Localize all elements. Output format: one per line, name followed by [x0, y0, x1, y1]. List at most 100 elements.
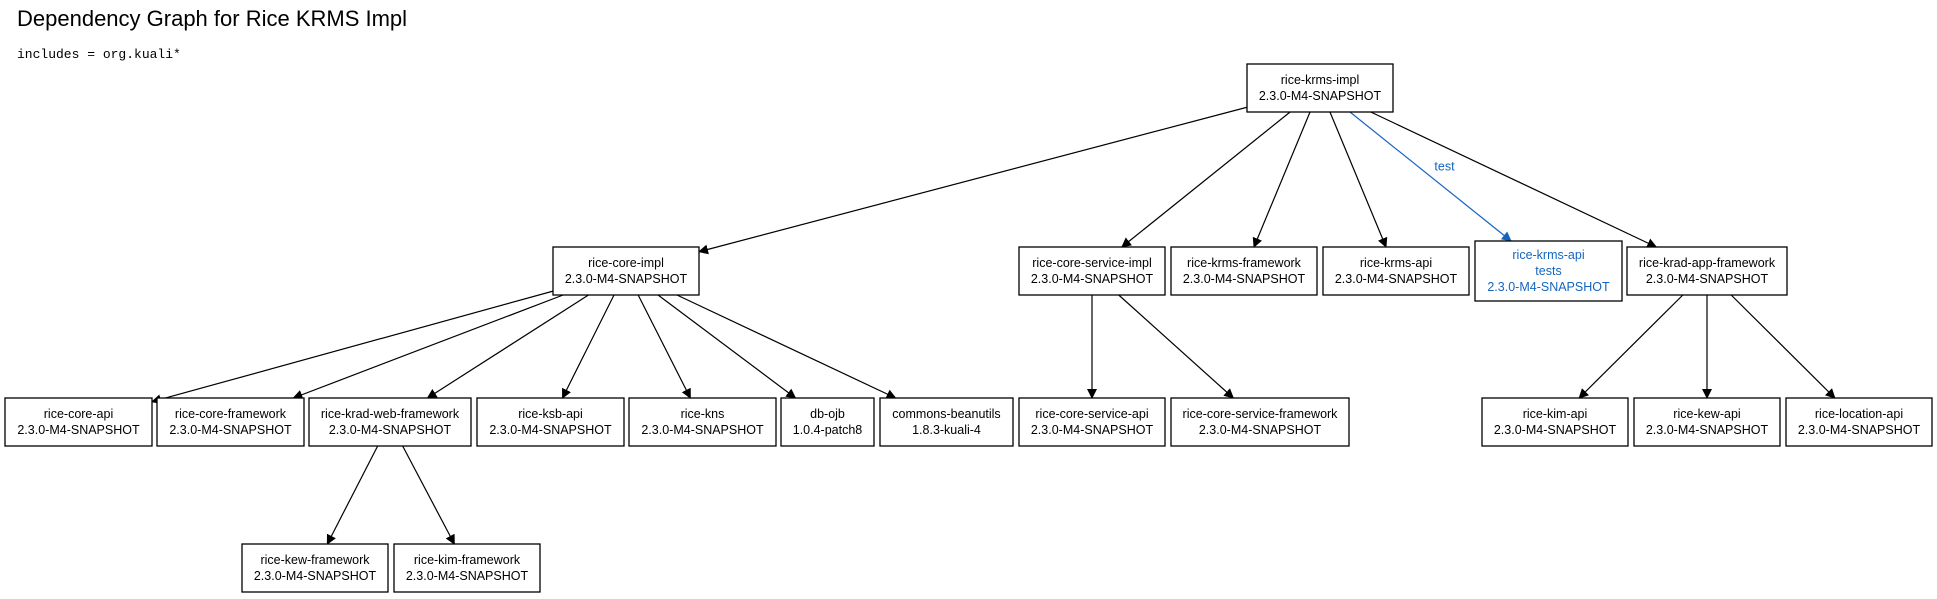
- edge-line: [561, 294, 615, 399]
- node-box: [780, 397, 875, 447]
- node-version-label: 2.3.0-M4-SNAPSHOT: [1183, 272, 1306, 286]
- node-artifact-label: rice-location-api: [1815, 407, 1903, 421]
- node-box: [1170, 246, 1318, 296]
- edge-rice-core-service-impl-to-rice-core-service-framework: [1118, 294, 1235, 399]
- edge-rice-core-impl-to-rice-krad-web-framework: [426, 294, 589, 399]
- edge-line: [676, 294, 897, 399]
- node-box: [628, 397, 777, 447]
- node-rice-core-api: rice-core-api 2.3.0-M4-SNAPSHOT: [4, 397, 153, 447]
- node-box: [1018, 246, 1166, 296]
- node-box: [1474, 240, 1623, 302]
- node-version-label: 2.3.0-M4-SNAPSHOT: [1646, 272, 1769, 286]
- node-box: [552, 246, 700, 296]
- edge-line: [657, 294, 797, 399]
- node-box: [156, 397, 305, 447]
- node-rice-krad-web-framework: rice-krad-web-framework 2.3.0-M4-SNAPSHOT: [308, 397, 472, 447]
- node-box: [1481, 397, 1629, 447]
- node-artifact-label: rice-krms-api: [1512, 248, 1584, 262]
- node-artifact-label: rice-core-framework: [175, 407, 287, 421]
- node-box: [308, 397, 472, 447]
- node-artifact-label: rice-kim-framework: [414, 553, 521, 567]
- node-box: [1322, 246, 1470, 296]
- node-version-label: 2.3.0-M4-SNAPSHOT: [1199, 423, 1322, 437]
- edge-rice-core-impl-to-rice-ksb-api: [561, 294, 615, 399]
- node-artifact-label: rice-ksb-api: [518, 407, 583, 421]
- edge-line: [1329, 111, 1388, 248]
- node-rice-ksb-api: rice-ksb-api 2.3.0-M4-SNAPSHOT: [476, 397, 625, 447]
- edge-rice-krad-web-framework-to-rice-kew-framework: [326, 445, 379, 545]
- edge-rice-krms-impl-to-rice-core-service-impl: [1121, 111, 1291, 248]
- node-version-label: 2.3.0-M4-SNAPSHOT: [406, 569, 529, 583]
- edge-line: [1370, 111, 1658, 248]
- node-version-label: 2.3.0-M4-SNAPSHOT: [489, 423, 612, 437]
- edge-line: [1118, 294, 1235, 399]
- node-version-label: 2.3.0-M4-SNAPSHOT: [1646, 423, 1769, 437]
- node-rice-kim-api: rice-kim-api 2.3.0-M4-SNAPSHOT: [1481, 397, 1629, 447]
- node-box: [1633, 397, 1781, 447]
- node-version-label: 2.3.0-M4-SNAPSHOT: [329, 423, 452, 437]
- node-artifact-label: rice-krad-web-framework: [321, 407, 460, 421]
- node-version-label: 2.3.0-M4-SNAPSHOT: [17, 423, 140, 437]
- node-artifact-label: rice-core-service-framework: [1183, 407, 1339, 421]
- edge-line: [1730, 294, 1836, 399]
- edge-rice-krad-app-framework-to-rice-location-api: [1730, 294, 1836, 399]
- node-artifact-label: commons-beanutils: [892, 407, 1000, 421]
- edge-rice-krad-web-framework-to-rice-kim-framework: [402, 445, 455, 545]
- node-box: [4, 397, 153, 447]
- node-rice-core-service-framework: rice-core-service-framework 2.3.0-M4-SNAP…: [1170, 397, 1350, 447]
- edge-line: [292, 294, 564, 400]
- node-rice-kim-framework: rice-kim-framework 2.3.0-M4-SNAPSHOT: [393, 543, 541, 593]
- edge-line: [698, 106, 1248, 255]
- node-version-label: 2.3.0-M4-SNAPSHOT: [1031, 423, 1154, 437]
- node-artifact-label: rice-kim-api: [1523, 407, 1588, 421]
- node-version-label: 2.3.0-M4-SNAPSHOT: [1798, 423, 1921, 437]
- edge-line: [326, 445, 379, 545]
- node-box: [1785, 397, 1933, 447]
- node-box: [1246, 63, 1394, 113]
- node-artifact-label: rice-krms-api: [1360, 256, 1432, 270]
- node-artifact-label: rice-core-api: [44, 407, 113, 421]
- edges-layer: test: [151, 106, 1836, 545]
- includes-filter: includes = org.kuali*: [17, 47, 181, 62]
- page-title: Dependency Graph for Rice KRMS Impl: [17, 6, 408, 31]
- edge-line: [402, 445, 455, 545]
- node-box: [1170, 397, 1350, 447]
- node-rice-location-api: rice-location-api 2.3.0-M4-SNAPSHOT: [1785, 397, 1933, 447]
- nodes-layer: rice-krms-impl2.3.0-M4-SNAPSHOTrice-core…: [4, 63, 1933, 593]
- edge-line: [1252, 111, 1311, 248]
- node-artifact-label: rice-krms-impl: [1281, 73, 1359, 87]
- edge-rice-krms-impl-to-rice-krms-api: [1329, 111, 1388, 248]
- node-artifact-label: rice-core-service-impl: [1032, 256, 1151, 270]
- node-version-label: 2.3.0-M4-SNAPSHOT: [254, 569, 377, 583]
- node-artifact-label: rice-krad-app-framework: [1639, 256, 1776, 270]
- node-artifact-label: db-ojb: [810, 407, 845, 421]
- edge-line: [1349, 111, 1512, 242]
- edge-rice-core-impl-to-rice-core-api: [151, 290, 554, 405]
- node-artifact-label: rice-kew-framework: [260, 553, 370, 567]
- node-artifact-label: rice-core-service-api: [1035, 407, 1148, 421]
- edge-rice-core-impl-to-commons-beanutils: [676, 294, 897, 399]
- edge-line: [151, 290, 554, 405]
- edge-line: [1578, 294, 1684, 399]
- edge-rice-krad-app-framework-to-rice-kim-api: [1578, 294, 1684, 399]
- node-version-label: 2.3.0-M4-SNAPSHOT: [641, 423, 764, 437]
- node-box: [393, 543, 541, 593]
- node-box: [476, 397, 625, 447]
- node-version-label: 2.3.0-M4-SNAPSHOT: [1494, 423, 1617, 437]
- edge-line: [637, 294, 691, 399]
- node-box: [1018, 397, 1166, 447]
- node-box: [1626, 246, 1788, 296]
- node-version-label: 1.8.3-kuali-4: [912, 423, 981, 437]
- node-box: [241, 543, 389, 593]
- node-version-label: 2.3.0-M4-SNAPSHOT: [565, 272, 688, 286]
- node-box: [879, 397, 1014, 447]
- edge-label: test: [1434, 160, 1455, 174]
- node-version-label: 2.3.0-M4-SNAPSHOT: [1335, 272, 1458, 286]
- node-artifact-label: rice-core-impl: [588, 256, 664, 270]
- node-artifact-label: rice-kns: [681, 407, 725, 421]
- node-rice-kew-framework: rice-kew-framework 2.3.0-M4-SNAPSHOT: [241, 543, 389, 593]
